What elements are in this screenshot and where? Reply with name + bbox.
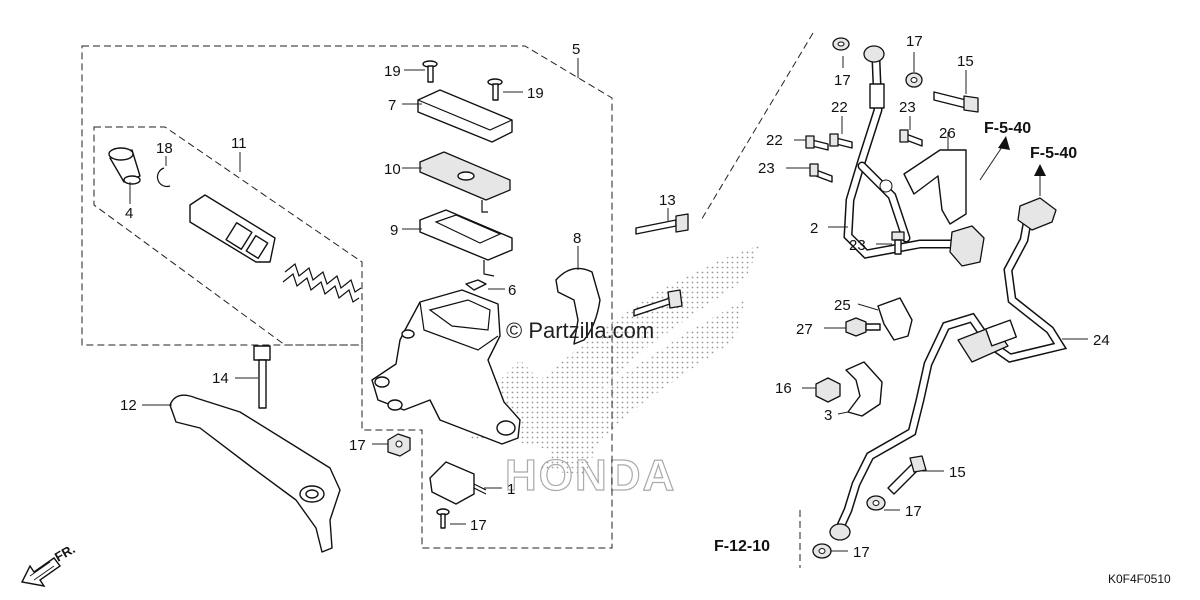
label-part-22-a: 22 xyxy=(831,99,848,116)
part-20-screw xyxy=(436,508,450,529)
part-4-boot xyxy=(108,147,141,185)
piston-kit-group-boundary xyxy=(93,126,363,346)
label-part-1: 1 xyxy=(507,481,515,498)
part-27-bolt xyxy=(845,317,881,337)
label-part-23-a: 23 xyxy=(899,99,916,116)
label-part-3: 3 xyxy=(824,407,832,424)
label-part-5: 5 xyxy=(572,41,580,58)
part-12-brake-lever xyxy=(169,394,341,553)
master-cylinder-group-boundary xyxy=(81,45,613,549)
label-part-19-left: 19 xyxy=(384,63,401,80)
ref-f-5-40-right: F-5-40 xyxy=(1030,145,1077,162)
label-part-23-c: 23 xyxy=(849,237,866,254)
part-7-reservoir-cap xyxy=(417,89,513,143)
label-part-23-b: 23 xyxy=(758,160,775,177)
part-17-washer-b xyxy=(905,72,923,88)
label-part-17-d: 17 xyxy=(853,544,870,561)
hose-ref-boundary-top xyxy=(699,32,814,223)
label-part-21: 17 xyxy=(349,437,366,454)
label-part-27: 27 xyxy=(796,321,813,338)
part-22-bolt-upper xyxy=(829,133,853,149)
label-part-11: 11 xyxy=(231,135,247,152)
label-part-17-b: 17 xyxy=(906,33,923,50)
part-17-washer-a xyxy=(832,37,850,51)
honda-wing-logo: HONDA xyxy=(470,245,760,501)
part-23-bolt-c xyxy=(891,231,905,255)
part-21-nut xyxy=(387,433,411,457)
label-part-9: 9 xyxy=(390,222,398,239)
part-19-screw-right xyxy=(487,78,503,101)
part-5-master-cylinder xyxy=(371,289,521,445)
label-part-6: 6 xyxy=(508,282,516,299)
part-25-hose-stay xyxy=(877,297,913,341)
label-part-19-right: 19 xyxy=(527,85,544,102)
partzilla-watermark: © Partzilla.com xyxy=(506,318,654,343)
part-23-bolt-a xyxy=(899,129,923,147)
part-3-hose-clamp xyxy=(845,361,883,417)
label-part-16: 16 xyxy=(775,380,792,397)
label-part-17-c: 17 xyxy=(905,503,922,520)
label-part-8: 8 xyxy=(573,230,581,247)
label-part-17-a: 17 xyxy=(834,72,851,89)
part-2-upper-brake-hose xyxy=(843,45,985,267)
part-number-labels: 5 19 19 7 10 9 6 8 11 18 4 14 12 17 1 17… xyxy=(120,33,1110,561)
part-16-grommet xyxy=(815,377,841,403)
honda-mark: HONDA xyxy=(505,451,676,500)
part-15-banjo-bolt-lower xyxy=(887,455,927,495)
label-part-22-b: 22 xyxy=(766,132,783,149)
reference-arrows xyxy=(998,136,1046,176)
part-19-screw-left xyxy=(422,60,438,83)
part-1-brake-switch xyxy=(429,461,487,505)
label-part-10: 10 xyxy=(384,161,401,178)
part-6-float xyxy=(465,279,487,291)
part-18-circlip xyxy=(156,167,171,188)
label-part-15-upper: 15 xyxy=(957,53,974,70)
part-17-washer-c xyxy=(866,495,886,511)
diagram-code: K0F4F0510 xyxy=(1108,572,1171,586)
part-26-hose-stay xyxy=(879,149,967,225)
label-part-18: 18 xyxy=(156,140,173,157)
ref-f-5-40-left: F-5-40 xyxy=(984,120,1031,137)
label-part-13: 13 xyxy=(659,192,676,209)
label-part-2: 2 xyxy=(810,220,818,237)
part-17-washer-d xyxy=(812,543,832,559)
part-9-diaphragm xyxy=(419,209,513,277)
label-part-12: 12 xyxy=(120,397,137,414)
part-13-bolt xyxy=(635,213,689,235)
part-10-diaphragm-plate xyxy=(419,151,511,213)
part-22-bolt-lower xyxy=(805,135,829,151)
part-14-pivot-bolt xyxy=(253,345,271,409)
label-part-24: 24 xyxy=(1093,332,1110,349)
part-24-lower-brake-hose xyxy=(829,197,1068,541)
label-part-7: 7 xyxy=(388,97,396,114)
front-direction-arrow: FR. xyxy=(20,541,78,587)
part-8-holder-clamp xyxy=(555,267,601,345)
part-15-banjo-bolt-upper xyxy=(933,91,979,113)
label-part-20: 17 xyxy=(470,517,487,534)
label-part-4: 4 xyxy=(125,205,133,222)
part-11-spring xyxy=(282,262,362,303)
label-part-15-lower: 15 xyxy=(949,464,966,481)
label-part-14: 14 xyxy=(212,370,229,387)
part-clamp-bolt xyxy=(633,289,683,317)
part-23-bolt-b xyxy=(809,163,833,183)
label-part-25: 25 xyxy=(834,297,851,314)
label-part-26: 26 xyxy=(939,125,956,142)
part-11-piston xyxy=(189,194,276,263)
ref-f-12-10: F-12-10 xyxy=(714,538,770,555)
leader-lines xyxy=(129,52,1088,552)
